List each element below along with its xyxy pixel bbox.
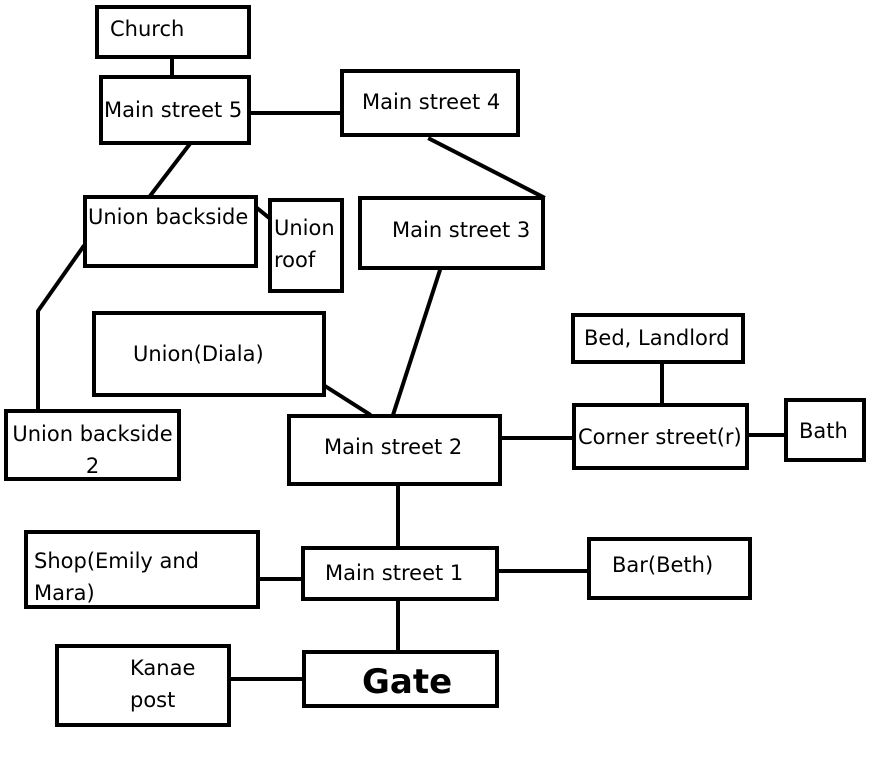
node-main-street-2 bbox=[287, 414, 502, 486]
label-union-roof: Union roof bbox=[274, 216, 335, 272]
node-union-roof bbox=[268, 198, 344, 293]
label-kanae-post: Kanae post bbox=[130, 656, 196, 712]
edge-main-street-3-main-street-2 bbox=[390, 267, 443, 418]
node-bath bbox=[784, 398, 866, 462]
node-kanae-post bbox=[55, 644, 231, 727]
node-union-backside bbox=[83, 195, 258, 268]
node-corner-street bbox=[572, 403, 749, 470]
edge-main-street-5-union-backside bbox=[147, 142, 192, 199]
label-main-street-1: Main street 1 bbox=[325, 561, 464, 585]
label-shop: Shop(Emily and Mara) bbox=[34, 549, 200, 605]
edge-main-street-4-main-street-3 bbox=[427, 136, 546, 200]
node-church bbox=[95, 5, 251, 59]
node-bar bbox=[587, 537, 752, 600]
node-main-street-4 bbox=[340, 69, 520, 137]
label-main-street-5: Main street 5 bbox=[104, 98, 243, 122]
label-main-street-4: Main street 4 bbox=[362, 90, 501, 114]
label-corner-street: Corner street(r) bbox=[578, 425, 742, 449]
node-main-street-5 bbox=[99, 75, 251, 145]
label-union-diala: Union(Diala) bbox=[133, 342, 264, 366]
node-main-street-3 bbox=[358, 196, 545, 270]
node-shop bbox=[24, 530, 260, 609]
label-bed-landlord: Bed, Landlord bbox=[584, 326, 730, 350]
label-union-backside-2: Union backside 2 bbox=[12, 422, 173, 478]
node-bed-landlord bbox=[571, 313, 745, 364]
label-gate: Gate bbox=[362, 662, 453, 702]
edge-union-backside-union-backside-2 bbox=[36, 244, 86, 414]
node-union-backside-2 bbox=[4, 409, 181, 481]
label-bar: Bar(Beth) bbox=[612, 553, 714, 577]
label-church: Church bbox=[110, 17, 185, 41]
label-main-street-2: Main street 2 bbox=[324, 435, 463, 459]
node-main-street-1 bbox=[301, 546, 499, 601]
node-union-diala bbox=[92, 311, 326, 397]
node-gate bbox=[302, 650, 499, 708]
label-union-backside: Union backside bbox=[88, 205, 249, 229]
label-bath: Bath bbox=[799, 419, 848, 443]
label-main-street-3: Main street 3 bbox=[392, 218, 531, 242]
edge-union-diala-main-street-2 bbox=[322, 383, 372, 417]
